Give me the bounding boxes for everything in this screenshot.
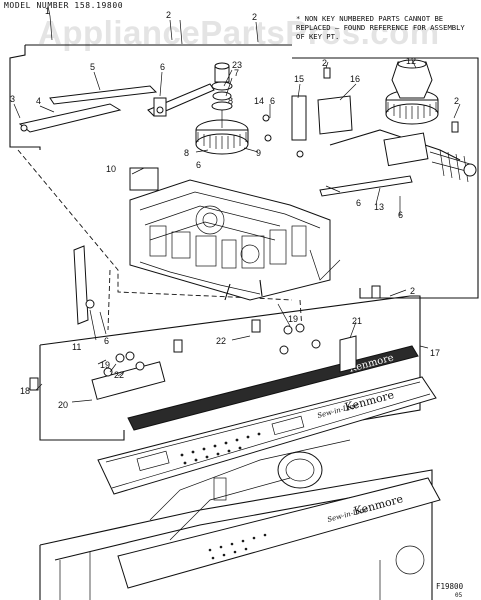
base-machine: Kenmore Sew-in-Line (39, 439, 441, 600)
callout-3: 3 (10, 94, 15, 104)
callout-numbers: 1 2 2 2 2 2 3 4 5 6 6 6 6 6 6 7 8 8 9 10… (10, 6, 459, 410)
callout-6-e: 6 (104, 336, 109, 346)
lever-part-5 (49, 85, 158, 105)
callout-12: 12 (406, 56, 416, 66)
callout-18: 18 (20, 386, 30, 396)
cover-part-20 (91, 361, 166, 400)
callout-9: 9 (256, 148, 261, 158)
callout-2-e: 2 (410, 286, 415, 296)
callout-6-f: 6 (270, 96, 275, 106)
callout-2-c: 2 (322, 58, 327, 68)
figure-code: F19800 (436, 582, 464, 591)
callout-7: 7 (234, 68, 239, 78)
plate-part-16 (317, 95, 353, 135)
callout-19-b: 19 (100, 360, 110, 370)
bracket-part-15 (291, 95, 307, 141)
parts-note: * NON KEY NUMBERED PARTS CANNOT BE REPLA… (296, 14, 465, 41)
callout-14: 14 (254, 96, 264, 106)
callout-2-d: 2 (454, 96, 459, 106)
cabinet-outline-upper (17, 149, 293, 301)
selector-knob (385, 59, 439, 125)
leader-lines (13, 5, 461, 403)
callout-11: 11 (72, 342, 81, 352)
callout-8-a: 8 (228, 96, 233, 106)
cam-stack (195, 62, 249, 155)
lever-part-4 (18, 103, 122, 133)
bracket-part-21 (339, 335, 357, 373)
page-number: 05 (455, 592, 463, 599)
callout-2-a: 2 (166, 10, 171, 20)
callout-2-b: 2 (252, 12, 257, 22)
callout-1: 1 (45, 6, 50, 16)
panel-bracket-outline (39, 295, 421, 441)
callout-5: 5 (90, 62, 95, 72)
callout-22-a: 22 (216, 336, 226, 346)
callout-6-b: 6 (196, 160, 201, 170)
callout-10: 10 (106, 164, 116, 174)
callout-16: 16 (350, 74, 360, 84)
upper-assembly-boundary (9, 44, 479, 299)
callout-6-d: 6 (398, 210, 403, 220)
callout-6-a: 6 (160, 62, 165, 72)
callout-4: 4 (36, 96, 41, 106)
link-part-11 (73, 245, 89, 325)
callout-17: 17 (430, 348, 440, 358)
callout-13: 13 (374, 202, 384, 212)
lever-part-13 (319, 175, 413, 197)
callout-23: 23 (232, 60, 242, 70)
callout-21: 21 (352, 316, 362, 326)
callout-20: 20 (58, 400, 68, 410)
bracket-part-10 (129, 167, 159, 191)
callout-15: 15 (294, 74, 304, 84)
callout-22-b: 22 (114, 370, 124, 380)
shaft-assembly-right (329, 129, 477, 183)
screws-and-washers (29, 67, 459, 391)
callout-8-b: 8 (184, 148, 189, 158)
central-mechanism (129, 179, 341, 301)
callout-6-c: 6 (356, 198, 361, 208)
model-number-header: MODEL NUMBER 158.19800 (4, 1, 124, 10)
callout-19-a: 19 (288, 314, 298, 324)
